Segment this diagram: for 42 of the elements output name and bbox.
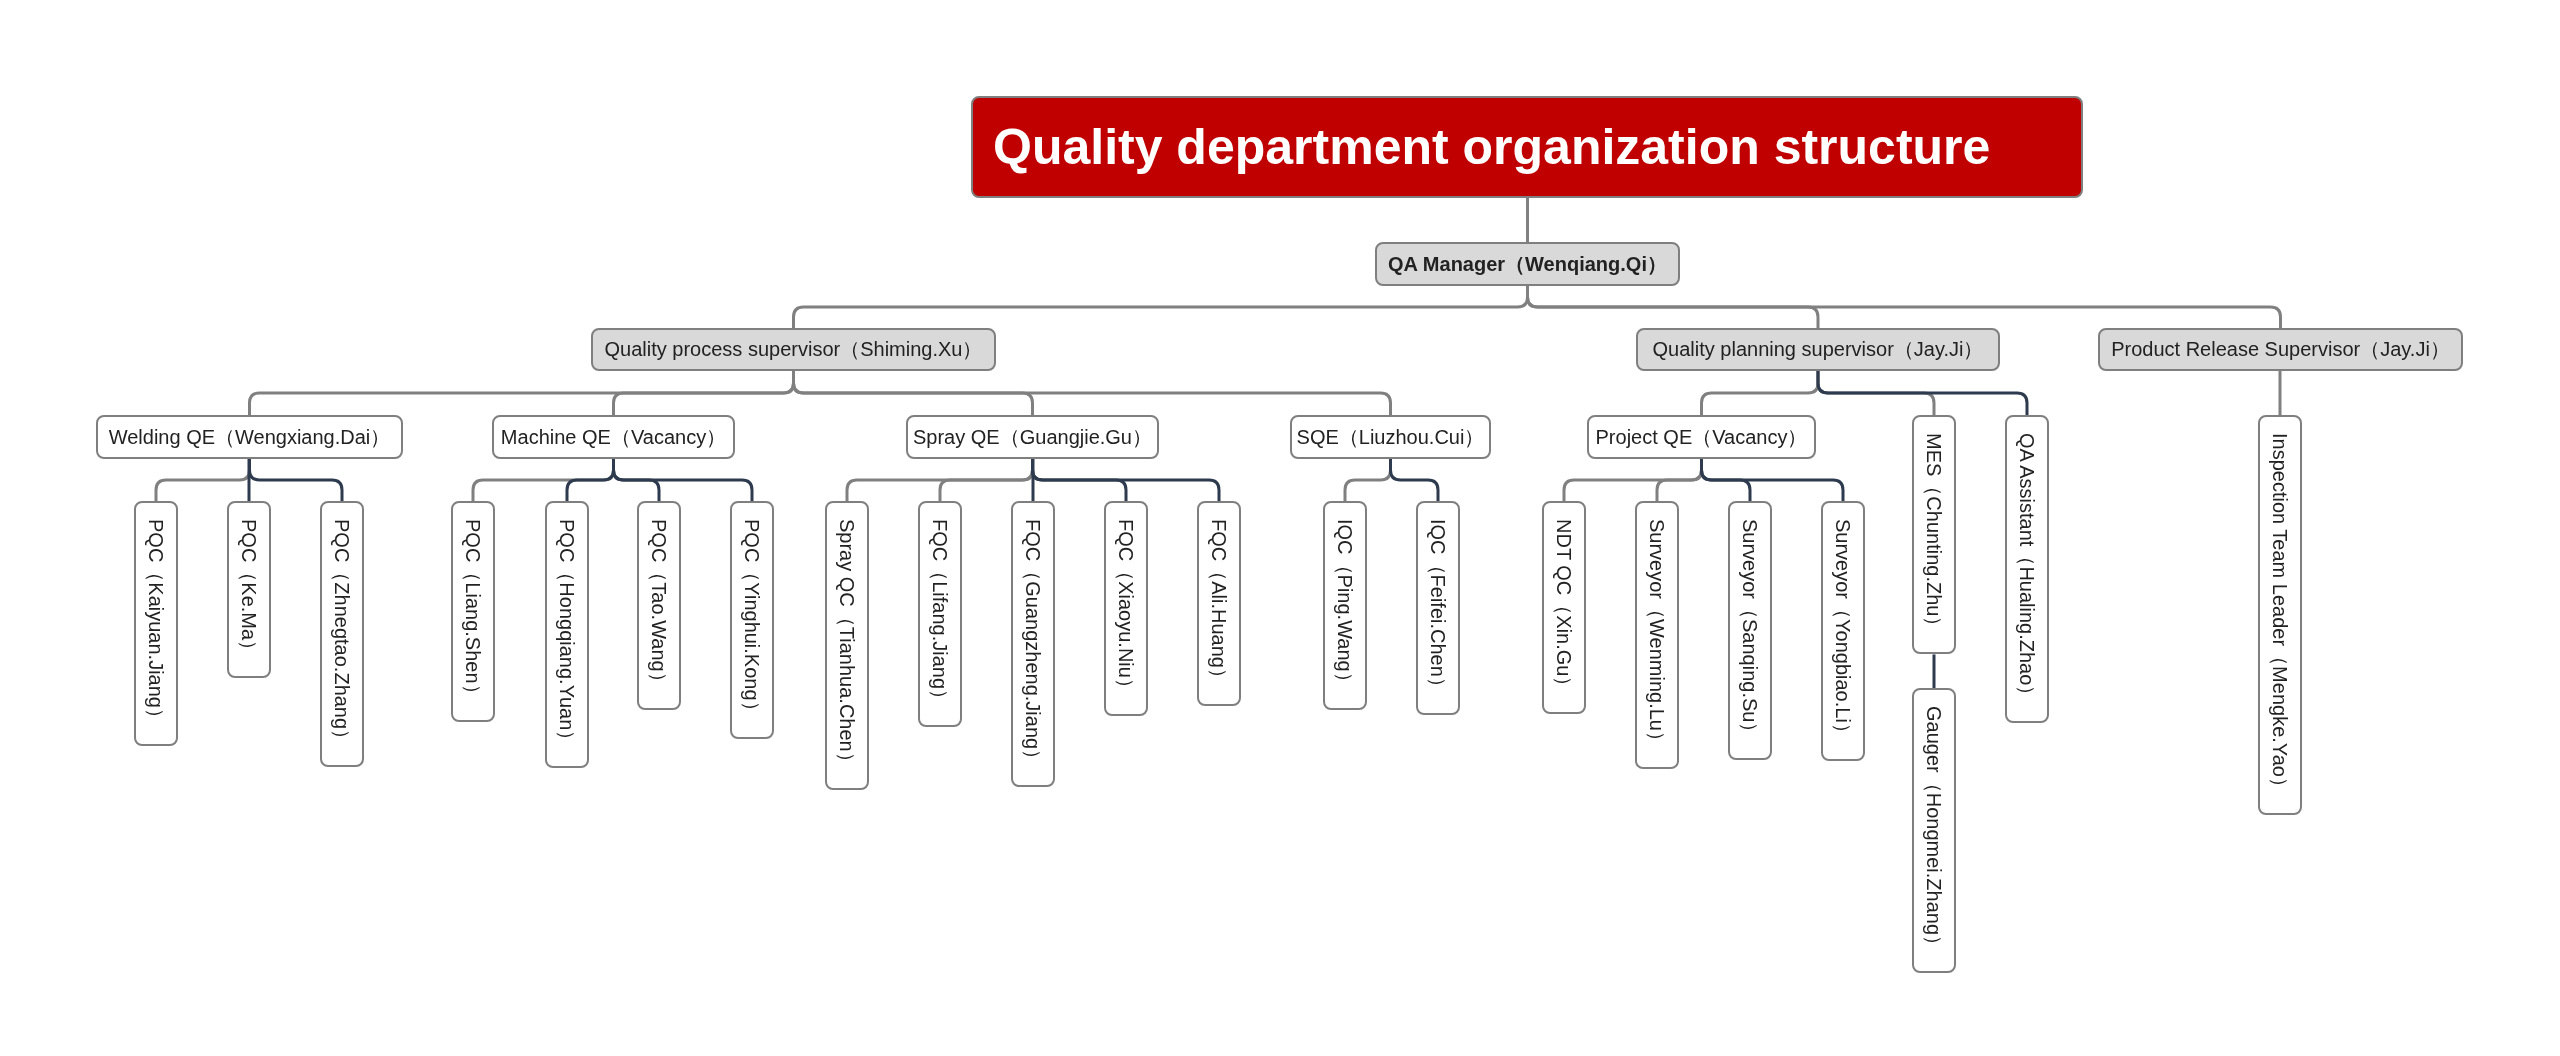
staff-box: FQC（Xiaoyu.Niu） <box>1104 501 1148 716</box>
staff-box: Surveyor（Yongbiao.Li） <box>1821 501 1865 761</box>
supervisor-box: Product Release Supervisor（Jay.Ji） <box>2098 328 2463 371</box>
engineer-box: SQE（Liuzhou.Cui） <box>1290 415 1491 459</box>
staff-box: IQC（Feifei.Chen） <box>1416 501 1460 715</box>
connector-line <box>248 459 344 501</box>
staff-box: PQC（Kaiyuan.Jiang） <box>134 501 178 746</box>
connector-line <box>1526 198 1529 242</box>
staff-box: FQC（Lifang.Jiang） <box>918 501 962 728</box>
connector-line <box>2278 371 2282 415</box>
staff-box: QA Assistant（Hualing.Zhao） <box>2005 415 2049 724</box>
staff-box: PQC（Hongqiang.Yuan） <box>545 501 589 769</box>
staff-box: FQC（Guangzheng.Jiang） <box>1011 501 1055 788</box>
connector-line <box>1816 371 2029 415</box>
engineer-box: Project QE（Vacancy） <box>1587 415 1816 459</box>
staff-box: PQC（Ke.Ma） <box>227 501 271 679</box>
staff-box: PQC（Liang.Shen） <box>451 501 495 722</box>
engineer-box: Welding QE（Wengxiang.Dai） <box>96 415 403 459</box>
staff-box: NDT QC（Xin.Gu） <box>1542 501 1586 715</box>
staff-box: PQC（Tao.Wang） <box>637 501 681 710</box>
staff-box: Surveyor（Sanqing.Su） <box>1728 501 1772 761</box>
connector-line <box>1932 654 1936 688</box>
staff-box: FQC（Ali.Huang） <box>1197 501 1241 706</box>
connector-line <box>1031 459 1035 501</box>
connector-line <box>612 459 754 501</box>
connector-line <box>1031 459 1221 501</box>
supervisor-box: Quality planning supervisor（Jay.Ji） <box>1636 328 2000 371</box>
staff-box: Spray QC（Tianhua.Chen） <box>825 501 869 790</box>
engineer-box: Machine QE（Vacancy） <box>492 415 735 459</box>
staff-box: IQC（Ping.Wang） <box>1323 501 1367 710</box>
staff-box: Gauger（Hongmei.Zhang） <box>1912 688 1956 973</box>
title-box: Quality department organization structure <box>971 96 2083 198</box>
staff-box: MES（Chunting.Zhu） <box>1912 415 1956 655</box>
staff-box: Inspection Team Leader（Mengke.Yao） <box>2258 415 2302 815</box>
staff-box: PQC（Yinghui.Kong） <box>730 501 774 739</box>
connector-line <box>1389 459 1440 501</box>
staff-box: Surveyor（Wenming.Lu） <box>1635 501 1679 769</box>
manager-box: QA Manager（Wenqiang.Qi） <box>1375 242 1680 286</box>
staff-box: PQC（Zhnegtao.Zhang） <box>320 501 364 768</box>
engineer-box: Spray QE（Guangjie.Gu） <box>906 415 1159 459</box>
supervisor-box: Quality process supervisor（Shiming.Xu） <box>591 328 996 371</box>
connector-line <box>1700 459 1845 501</box>
